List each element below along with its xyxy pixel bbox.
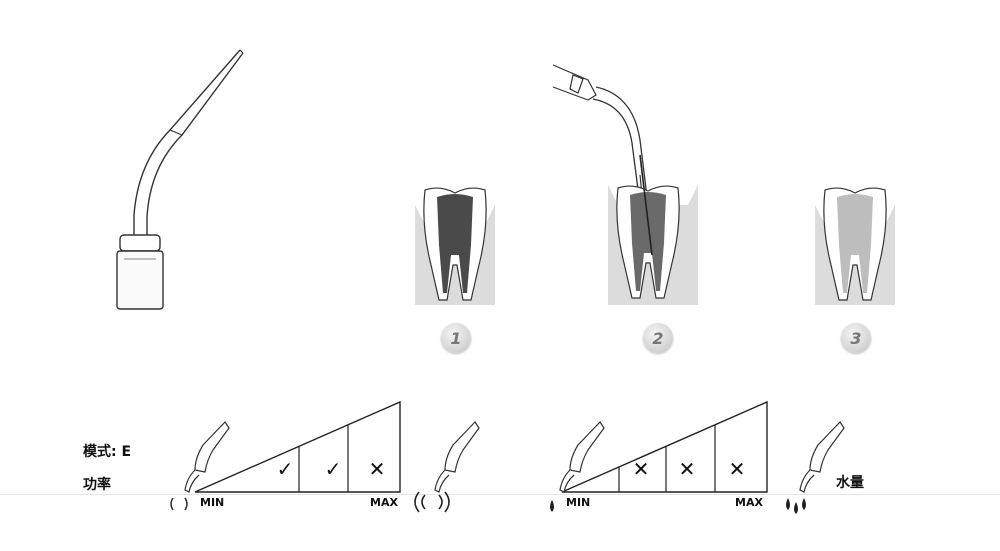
water-label: 水量 [836, 475, 864, 491]
water-mark-4: ✕ [728, 457, 746, 481]
low-water-tip-icon [550, 421, 605, 512]
scaler-tip-illustration [116, 49, 244, 310]
power-scale-triangle [194, 400, 401, 493]
power-mark-2: ✓ [276, 457, 294, 481]
tooth-step-3-illustration [815, 187, 895, 305]
faint-divider-line [0, 494, 1000, 495]
water-min-label: MIN [566, 496, 591, 509]
step-badge-2: 2 [643, 323, 673, 353]
power-mark-3: ✓ [324, 457, 342, 481]
water-max-label: MAX [735, 496, 763, 509]
tooth-step-1-illustration [415, 187, 495, 305]
power-min-label: MIN [200, 496, 225, 509]
power-mark-4: ✕ [368, 457, 386, 481]
water-mark-3: ✕ [678, 457, 696, 481]
power-max-label: MAX [370, 496, 398, 509]
water-scale-triangle [561, 400, 768, 493]
step-badge-1: 1 [441, 323, 471, 353]
high-power-tip-icon [414, 421, 480, 513]
low-power-tip-icon [170, 421, 230, 511]
power-label: 功率 [83, 477, 111, 493]
high-water-tip-icon [786, 421, 845, 514]
tooth-step-2-illustration [552, 64, 698, 305]
water-mark-2: ✕ [632, 457, 650, 481]
step-badge-3: 3 [841, 323, 871, 353]
mode-label: 模式: E [83, 444, 132, 460]
